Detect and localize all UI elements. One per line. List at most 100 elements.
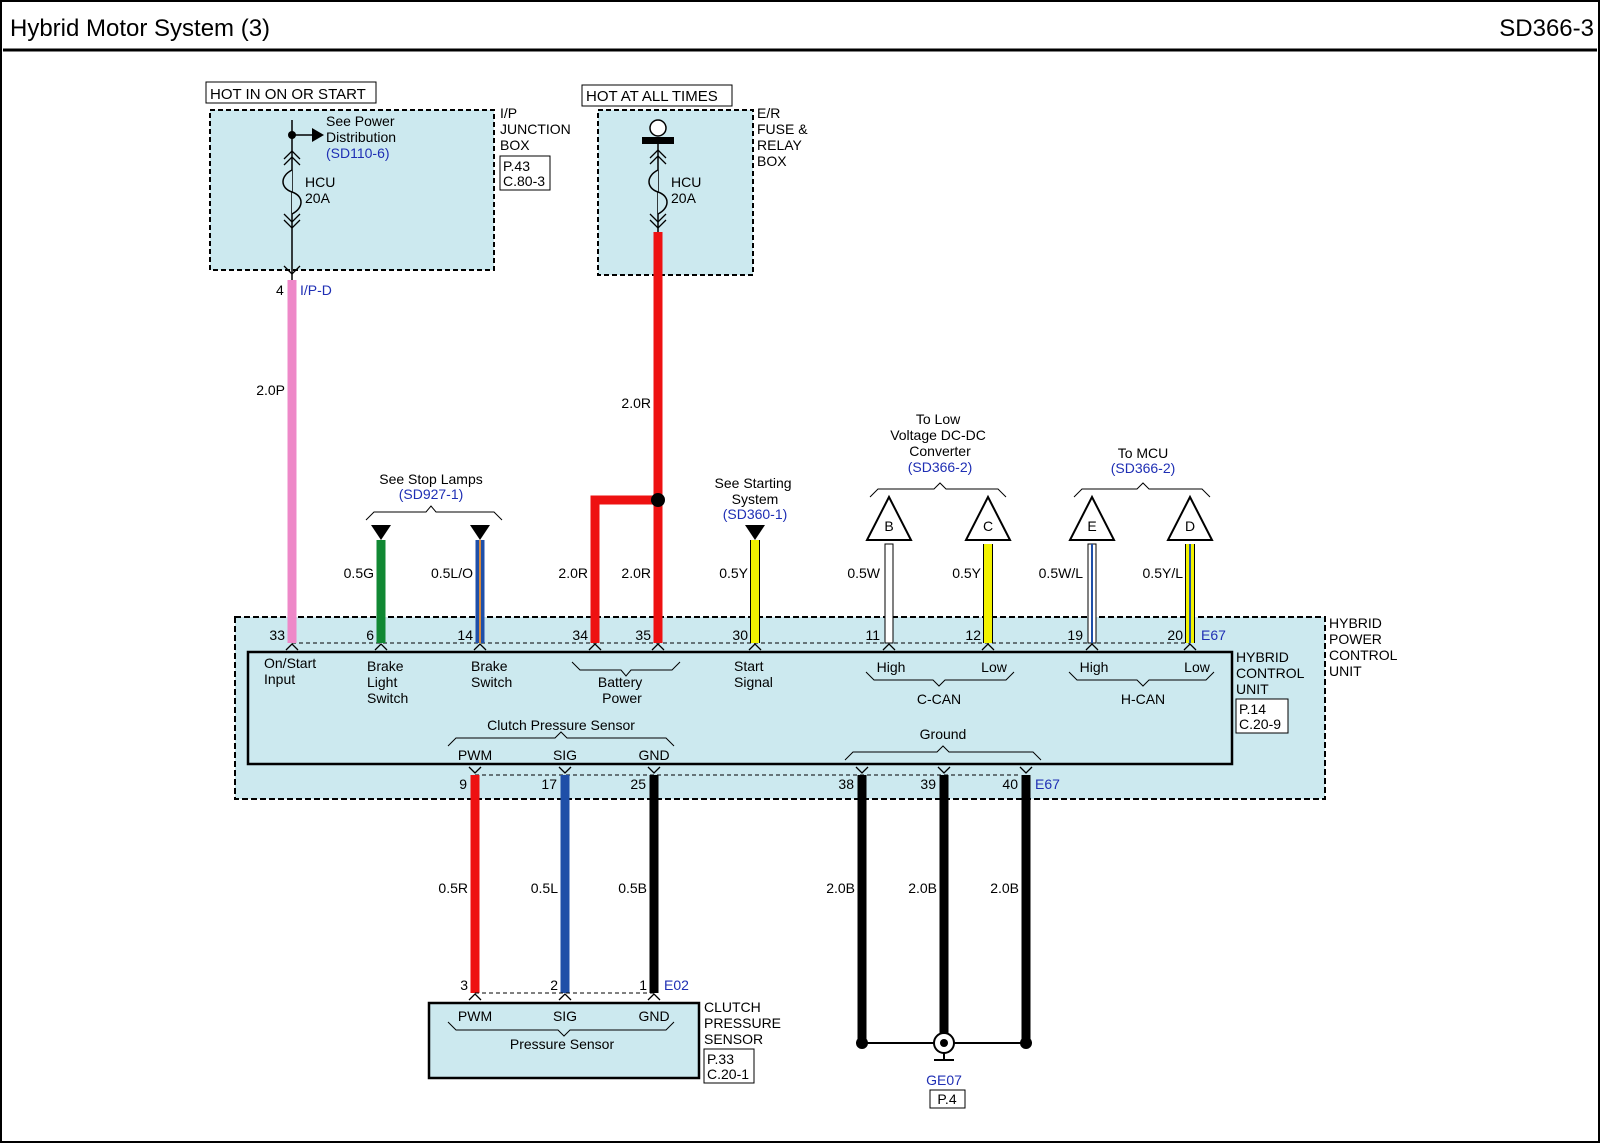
splice-dot bbox=[856, 1037, 868, 1049]
pin-17: 17 bbox=[541, 776, 557, 792]
battery-terminal-icon bbox=[649, 119, 667, 137]
ip-box-conn-ref: C.80-3 bbox=[503, 173, 545, 189]
stop-lamps-ref: (SD927-1) bbox=[399, 486, 464, 502]
offpage-connector-b bbox=[865, 494, 913, 541]
sensor-connector-id: E02 bbox=[664, 977, 689, 993]
bracket bbox=[1068, 671, 1215, 687]
label-hcan-low: Low bbox=[1184, 659, 1211, 675]
ip-pin-4: 4 bbox=[276, 282, 284, 298]
sensor-label-pwm: PWM bbox=[458, 1008, 492, 1024]
pin-20: 20 bbox=[1167, 627, 1183, 643]
arrow-down-icon bbox=[371, 525, 391, 540]
sensor-box bbox=[427, 1001, 701, 1080]
sensor-label-pressure: Pressure Sensor bbox=[510, 1036, 615, 1052]
label-start-signal: Start Signal bbox=[734, 658, 773, 690]
top-connector-id: E67 bbox=[1201, 627, 1226, 643]
top-wire-labels: 2.0P 2.0R 0.5G 0.5L/O 2.0R 2.0R 0.5Y 0.5… bbox=[256, 382, 1183, 581]
wire-label-ground-38: 2.0B bbox=[826, 880, 855, 896]
hot-at-all-times-label: HOT AT ALL TIMES bbox=[586, 88, 718, 105]
sensor-pin-2: 2 bbox=[550, 977, 558, 993]
sensor-name: CLUTCH PRESSURE SENSOR bbox=[704, 999, 785, 1047]
mcu-label: To MCU bbox=[1118, 445, 1169, 461]
label-hcan: H-CAN bbox=[1121, 691, 1165, 707]
bracket bbox=[1073, 482, 1211, 498]
see-power-distribution: See Power Distribution bbox=[326, 113, 398, 145]
fuse-icon bbox=[648, 169, 668, 215]
offpage-label-d: D bbox=[1185, 518, 1195, 534]
wire-label-red-34: 2.0R bbox=[558, 565, 588, 581]
pin-chevrons bbox=[468, 993, 661, 1001]
connector-chevron-icon bbox=[649, 213, 667, 229]
label-battery-power: Battery Power bbox=[598, 674, 646, 706]
er-box-outline bbox=[597, 109, 754, 276]
ip-box-page-ref: P.43 bbox=[503, 158, 530, 174]
dcdc-ref: (SD366-2) bbox=[908, 459, 973, 475]
bracket bbox=[571, 661, 681, 677]
pin-38: 38 bbox=[838, 776, 854, 792]
bracket bbox=[844, 745, 1042, 761]
ip-box-name: I/P JUNCTION BOX bbox=[500, 105, 575, 153]
label-brake-switch: Brake Switch bbox=[471, 658, 512, 690]
busbar-icon bbox=[642, 137, 674, 144]
sensor-page-ref: P.33 bbox=[707, 1051, 734, 1067]
hcu-labels: On/Start Input Brake Light Switch Brake … bbox=[264, 655, 1215, 763]
hcu-name: HYBRID CONTROL UNIT bbox=[1236, 649, 1308, 697]
label-sig: SIG bbox=[553, 747, 577, 763]
offpage-label-c: C bbox=[983, 518, 993, 534]
page-code: SD366-3 bbox=[1499, 15, 1594, 42]
connector-chevron-icon bbox=[649, 149, 667, 165]
wire-label-sig: 0.5L bbox=[531, 880, 558, 896]
wire-label-gnd: 0.5B bbox=[618, 880, 647, 896]
pin-40: 40 bbox=[1002, 776, 1018, 792]
sensor-pin-1: 1 bbox=[639, 977, 647, 993]
top-wires bbox=[287, 232, 1195, 644]
hot-in-on-or-start-label: HOT IN ON OR START bbox=[210, 86, 366, 103]
pin-39: 39 bbox=[920, 776, 936, 792]
pin-12: 12 bbox=[965, 627, 981, 643]
offpage-connector-d bbox=[1166, 494, 1214, 541]
offpage-connector-c bbox=[964, 494, 1012, 541]
label-hcan-high: High bbox=[1080, 659, 1109, 675]
connector-chevron-icon bbox=[283, 213, 301, 229]
wire-label-yellow-ccan: 0.5Y bbox=[952, 565, 981, 581]
hpcu-name: HYBRID POWER CONTROL UNIT bbox=[1329, 615, 1401, 679]
ip-junction-box: HOT IN ON OR START I/P JUNCTION BOX P.43… bbox=[205, 81, 575, 298]
label-on-start-input: On/Start Input bbox=[264, 655, 320, 687]
ip-junction-box-outline bbox=[209, 109, 495, 271]
splice-dot bbox=[1020, 1037, 1032, 1049]
label-gnd: GND bbox=[638, 747, 669, 763]
pin-11: 11 bbox=[865, 627, 880, 643]
clutch-pressure-sensor: 3 2 1 E02 PWM SIG GND Pressure Sensor CL… bbox=[427, 977, 785, 1084]
wire-label-ground-39: 2.0B bbox=[908, 880, 937, 896]
pin-chevrons bbox=[468, 766, 1033, 774]
label-pwm: PWM bbox=[458, 747, 492, 763]
wire-label-red-main: 2.0R bbox=[621, 395, 651, 411]
label-brake-light-switch: Brake Light Switch bbox=[367, 658, 408, 706]
er-fuse-rating: 20A bbox=[671, 190, 697, 206]
hcu-box bbox=[246, 650, 1234, 766]
bottom-wires: 0.5R 0.5L 0.5B 2.0B 2.0B 2.0B bbox=[438, 775, 1031, 1043]
wire-label-yellow-blue: 0.5Y/L bbox=[1143, 565, 1184, 581]
stop-lamps-label: See Stop Lamps bbox=[379, 471, 483, 487]
header: Hybrid Motor System (3) SD366-3 bbox=[3, 15, 1597, 52]
pin-34: 34 bbox=[572, 627, 588, 643]
wire-label-pwm: 0.5R bbox=[438, 880, 468, 896]
wire-label-yellow: 0.5Y bbox=[719, 565, 748, 581]
dcdc-label: To Low Voltage DC-DC Converter bbox=[890, 411, 990, 459]
starting-system-ref: (SD360-1) bbox=[723, 506, 788, 522]
label-ccan-low: Low bbox=[981, 659, 1008, 675]
mcu-ref: (SD366-2) bbox=[1111, 460, 1176, 476]
bracket bbox=[865, 671, 1015, 687]
sensor-label-gnd: GND bbox=[638, 1008, 669, 1024]
arrow-down-icon bbox=[470, 525, 490, 540]
arrow-right-icon bbox=[312, 128, 324, 142]
ground-point: GE07 P.4 bbox=[856, 1032, 1032, 1109]
ground-page-ref: P.4 bbox=[937, 1091, 956, 1107]
label-ccan-high: High bbox=[877, 659, 906, 675]
references: See Stop Lamps (SD927-1) See Starting Sy… bbox=[365, 411, 1214, 541]
offpage-label-b: B bbox=[884, 518, 893, 534]
starting-system-label: See Starting System bbox=[715, 475, 796, 507]
wire-red-34 bbox=[590, 495, 658, 643]
er-fuse-name: HCU bbox=[671, 174, 701, 190]
sensor-conn-ref: C.20-1 bbox=[707, 1066, 749, 1082]
